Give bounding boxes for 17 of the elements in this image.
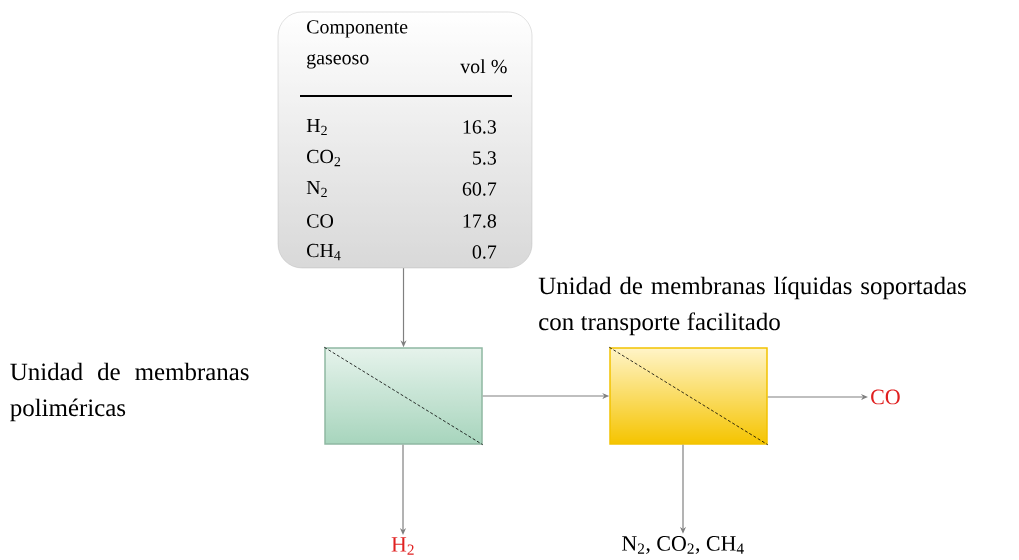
table-cell: 5.3 (473, 151, 497, 165)
table-cell: H$_{2}$ (306, 118, 327, 136)
column-header: vol % (460, 59, 507, 74)
table-cell: 16.3 (463, 120, 497, 134)
table-cell: N$_{2}$ (306, 180, 327, 198)
table-cell: CO (307, 214, 334, 228)
table-cell: CO$_{2}$ (307, 149, 341, 167)
column-header: Componente gaseoso (307, 20, 408, 69)
stream-label: H$_{2}$ (391, 537, 414, 555)
stream-label: N$_{2}$, CO$_{2}$, CH$_{4}$ (622, 536, 744, 554)
stream-label: CO (871, 389, 900, 405)
table-cell: 60.7 (462, 182, 497, 196)
table-cell: 0.7 (472, 245, 497, 259)
unit-label: Unidad de membranas líquidas soportadas con transporte facilitado (538, 276, 966, 336)
unit-label: Unidad de membranas poliméricas (10, 362, 249, 422)
table-cell: CH$_{4}$ (307, 243, 341, 261)
table-cell: 17.8 (463, 214, 497, 228)
